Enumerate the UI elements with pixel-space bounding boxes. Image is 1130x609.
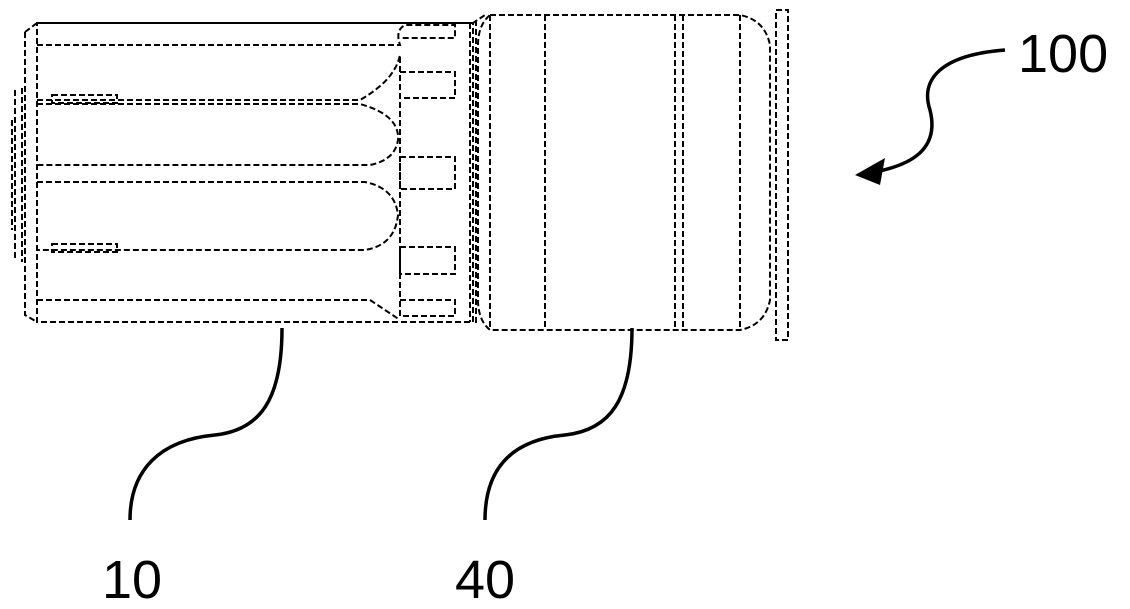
component-10-body	[11, 14, 486, 325]
leader-lines	[128, 48, 1006, 521]
reference-label-40: 40	[455, 550, 515, 609]
leader-line-40	[483, 327, 634, 521]
reference-label-100: 100	[1018, 24, 1108, 84]
arrow-head-icon	[855, 158, 885, 185]
reference-label-10: 10	[102, 550, 162, 609]
leader-line-10	[128, 327, 284, 521]
component-40-body	[477, 9, 789, 341]
arrow-line-100	[874, 48, 1006, 174]
